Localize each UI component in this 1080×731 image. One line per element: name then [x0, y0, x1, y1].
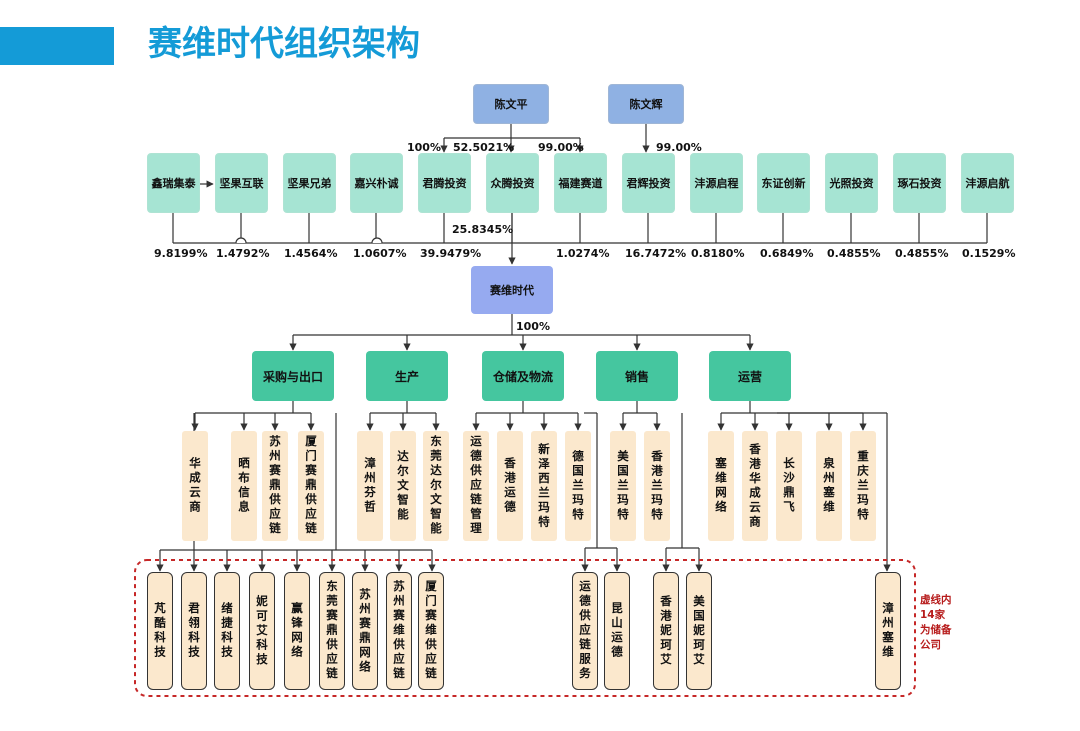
- ownership-pct: 99.00%: [538, 141, 584, 154]
- shareholder-box: 沣源启程: [690, 153, 743, 213]
- subsidiary-box: 香港运德: [497, 431, 523, 541]
- reserve-dashed-border: [134, 559, 916, 697]
- holding-pct: 0.6849%: [760, 247, 814, 260]
- reserve-company-box: 美国妮珂艾: [686, 572, 712, 690]
- subsidiary-box: 泉州塞维: [816, 431, 842, 541]
- shareholder-name: 琢石投资: [897, 177, 942, 190]
- reserve-company-box: 漳州塞维: [875, 572, 901, 690]
- subsidiary-box: 漳州芬哲: [357, 431, 383, 541]
- department-name: 仓储及物流: [492, 369, 553, 384]
- subsidiary-box: 香港兰玛特: [644, 431, 670, 541]
- subsidiary-box: 东莞达尔文智能: [423, 431, 449, 541]
- shareholder-box: 坚果兄弟: [283, 153, 336, 213]
- reserve-company-box: 运德供应链服务: [572, 572, 598, 690]
- shareholder-name: 沣源启航: [965, 177, 1010, 190]
- subsidiary-box: 苏州赛鼎供应链: [262, 431, 288, 541]
- reserve-company-box: 香港妮珂艾: [653, 572, 679, 690]
- ownership-pct: 99.00%: [656, 141, 702, 154]
- holding-pct: 0.4855%: [827, 247, 881, 260]
- shareholder-box: 嘉兴朴诚: [350, 153, 403, 213]
- holding-pct: 0.8180%: [691, 247, 745, 260]
- holding-pct: 1.4792%: [216, 247, 270, 260]
- shareholder-box: 光照投资: [825, 153, 878, 213]
- shareholder-box: 坚果互联: [215, 153, 268, 213]
- department-name: 采购与出口: [262, 369, 323, 384]
- department-name: 销售: [624, 369, 649, 384]
- holding-pct: 1.0607%: [353, 247, 407, 260]
- reserve-company-box: 妮可艾科技: [249, 572, 275, 690]
- holding-pct: 1.0274%: [556, 247, 610, 260]
- subsidiary-box: 香港华成云商: [742, 431, 768, 541]
- subsidiary-box: 运德供应链管理: [463, 431, 489, 541]
- company-box: 赛维时代: [471, 266, 553, 314]
- shareholder-name: 嘉兴朴诚: [354, 177, 399, 190]
- shareholder-name: 光照投资: [829, 177, 874, 190]
- department-box: 运营: [709, 351, 791, 401]
- reserve-note: 虚线内14家为储备公司: [920, 594, 952, 651]
- reserve-company-box: 苏州赛维供应链: [386, 572, 412, 690]
- page-title: 赛维时代组织架构: [148, 24, 420, 64]
- reserve-company-box: 君翎科技: [181, 572, 207, 690]
- ownership-pct: 52.5021%: [453, 141, 515, 154]
- shareholder-box: 琢石投资: [893, 153, 946, 213]
- subsidiary-box: 厦门赛鼎供应链: [298, 431, 324, 541]
- subsidiary-box: 晒布信息: [231, 431, 257, 541]
- subsidiary-box: 达尔文智能: [390, 431, 416, 541]
- department-box: 生产: [366, 351, 448, 401]
- subsidiary-box: 德国兰玛特: [565, 431, 591, 541]
- reserve-company-box: 赢锋网络: [284, 572, 310, 690]
- reserve-company-box: 绪捷科技: [214, 572, 240, 690]
- shareholder-name: 君腾投资: [422, 177, 467, 190]
- shareholder-box: 鑫瑞集泰: [147, 153, 200, 213]
- shareholder-name: 鑫瑞集泰: [151, 177, 196, 190]
- shareholder-box: 君辉投资: [622, 153, 675, 213]
- person-name: 陈文平: [494, 98, 528, 111]
- holding-pct: 0.1529%: [962, 247, 1016, 260]
- reserve-company-box: 厦门赛维供应链: [418, 572, 444, 690]
- holding-pct: 1.4564%: [284, 247, 338, 260]
- reserve-company-box: 芃酷科技: [147, 572, 173, 690]
- shareholder-box: 沣源启航: [961, 153, 1014, 213]
- subsidiary-box: 重庆兰玛特: [850, 431, 876, 541]
- ownership-pct: 100%: [407, 141, 441, 154]
- department-name: 生产: [394, 369, 419, 384]
- holding-pct: 16.7472%: [625, 247, 687, 260]
- title-accent-bar: [0, 27, 114, 65]
- shareholder-box: 福建赛道: [554, 153, 607, 213]
- reserve-company-box: 昆山运德: [604, 572, 630, 690]
- shareholder-box: 君腾投资: [418, 153, 471, 213]
- shareholder-name: 君辉投资: [626, 177, 671, 190]
- reserve-company-box: 东莞赛鼎供应链: [319, 572, 345, 690]
- person-chen-wenping: 陈文平: [473, 84, 549, 124]
- subsidiary-box: 华成云商: [182, 431, 208, 541]
- shareholder-name: 众腾投资: [490, 177, 535, 190]
- department-box: 采购与出口: [252, 351, 334, 401]
- shareholder-name: 沣源启程: [694, 177, 739, 190]
- shareholder-name: 坚果互联: [219, 177, 264, 190]
- department-box: 销售: [596, 351, 678, 401]
- holding-pct: 9.8199%: [154, 247, 208, 260]
- company-name: 赛维时代: [490, 284, 534, 297]
- shareholder-name: 坚果兄弟: [287, 177, 332, 190]
- person-chen-wenhui: 陈文辉: [608, 84, 684, 124]
- company-ownership-pct: 100%: [516, 320, 550, 333]
- department-box: 仓储及物流: [482, 351, 564, 401]
- shareholder-box: 东证创新: [757, 153, 810, 213]
- shareholder-name: 东证创新: [761, 177, 806, 190]
- subsidiary-box: 塞维网络: [708, 431, 734, 541]
- subsidiary-box: 长沙鼎飞: [776, 431, 802, 541]
- subsidiary-box: 新泽西兰玛特: [531, 431, 557, 541]
- subsidiary-box: 美国兰玛特: [610, 431, 636, 541]
- holding-pct: 39.9479%: [420, 247, 482, 260]
- department-name: 运营: [737, 369, 762, 384]
- reserve-company-box: 苏州赛鼎网络: [352, 572, 378, 690]
- person-name: 陈文辉: [629, 98, 663, 111]
- holding-pct: 0.4855%: [895, 247, 949, 260]
- shareholder-name: 福建赛道: [558, 177, 603, 190]
- shareholder-box: 众腾投资: [486, 153, 539, 213]
- ownership-pct: 25.8345%: [452, 223, 514, 236]
